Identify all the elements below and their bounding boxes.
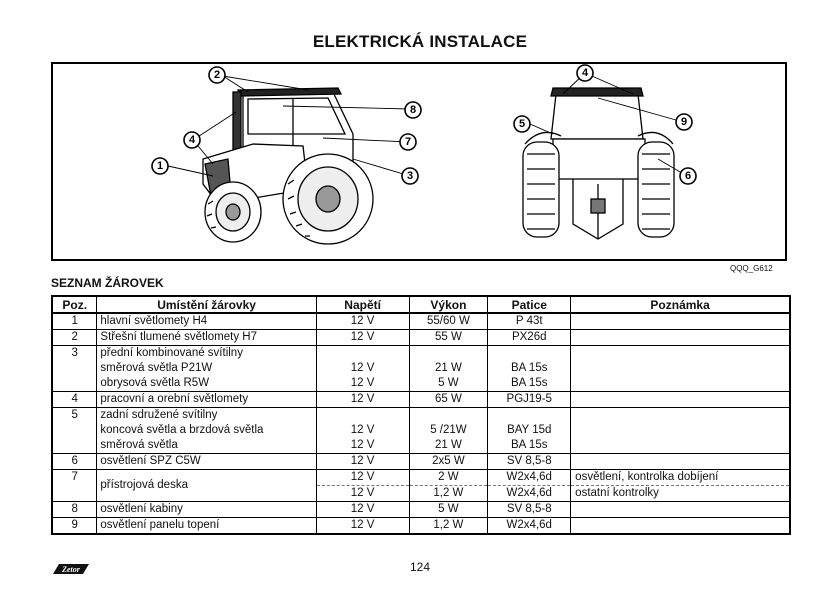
callout-8: 8	[404, 101, 422, 119]
table-row: 8 osvětlení kabiny 12 V 5 W SV 8,5-8	[51, 501, 791, 518]
side-leaders	[167, 75, 412, 177]
callout-4: 4	[183, 131, 201, 149]
header-location: Umístění žárovky	[96, 295, 317, 314]
tractor-illustration: 1 2 3 4 7 8	[151, 64, 697, 245]
bulb-table: Poz. Umístění žárovky Napětí Výkon Patic…	[51, 295, 791, 535]
svg-text:2: 2	[214, 69, 220, 81]
table-row: 9 osvětlení panelu topení 12 V 1,2 W W2x…	[51, 517, 791, 535]
callout-9: 9	[675, 113, 693, 131]
header-power: Výkon	[408, 295, 489, 314]
svg-text:7: 7	[405, 136, 411, 148]
table-row: 4 pracovní a orební světlomety 12 V 65 W…	[51, 391, 791, 408]
svg-text:5: 5	[519, 118, 525, 130]
header-pos: Poz.	[51, 295, 98, 314]
callout-2: 2	[208, 66, 226, 84]
tractor-rear-view	[522, 87, 675, 240]
figure-code: QQQ_G612	[730, 264, 773, 273]
callout-3: 3	[401, 167, 419, 185]
svg-text:Zetor: Zetor	[61, 565, 81, 574]
page-number: 124	[409, 560, 431, 574]
rear-callouts: 4 5 6 9	[513, 64, 697, 185]
list-title: SEZNAM ŽÁROVEK	[51, 276, 164, 290]
callout-4-rear: 4	[576, 64, 594, 82]
tractor-side-view	[202, 87, 374, 245]
callout-7: 7	[399, 133, 417, 151]
callout-1: 1	[151, 157, 169, 175]
svg-text:1: 1	[157, 160, 163, 172]
callout-6: 6	[679, 167, 697, 185]
svg-text:4: 4	[582, 67, 589, 79]
table-row: 6 osvětlení SPZ C5W 12 V 2x5 W SV 8,5-8	[51, 453, 791, 470]
table-header-row: Poz. Umístění žárovky Napětí Výkon Patic…	[51, 295, 791, 314]
tractor-figure: 1 2 3 4 7 8	[51, 62, 787, 261]
header-note: Poznámka	[570, 295, 791, 314]
callout-5: 5	[513, 115, 531, 133]
svg-text:6: 6	[685, 170, 691, 182]
header-socket: Patice	[487, 295, 572, 314]
header-voltage: Napětí	[315, 295, 410, 314]
page-title: ELEKTRICKÁ INSTALACE	[312, 32, 528, 51]
svg-text:8: 8	[410, 104, 416, 116]
svg-text:3: 3	[407, 170, 413, 182]
zetor-logo-icon: Zetor	[53, 564, 89, 574]
svg-text:4: 4	[189, 134, 196, 146]
table-row: 1 hlavní světlomety H4 12 V 55/60 W P 43…	[51, 313, 791, 330]
table-row: 2 Střešní tlumené světlomety H7 12 V 55 …	[51, 329, 791, 346]
svg-text:9: 9	[681, 116, 687, 128]
side-callouts: 1 2 3 4 7 8	[151, 66, 422, 185]
